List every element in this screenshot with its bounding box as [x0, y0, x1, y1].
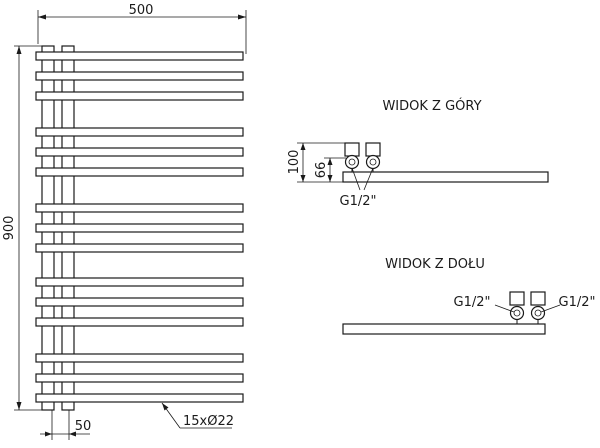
spacing-label: 50: [75, 419, 92, 434]
horizontal-tube: [35, 71, 244, 81]
bottom-view: WIDOK Z DOŁU G1/2" G1/2": [342, 257, 596, 335]
tube-callout: 15xØ22: [161, 402, 234, 429]
height-label: 900: [2, 216, 17, 241]
valve-left-body: [344, 142, 360, 157]
horizontal-tube: [35, 147, 244, 157]
horizontal-tube: [35, 353, 244, 363]
horizontal-tube: [35, 297, 244, 307]
horizontal-tube: [35, 317, 244, 327]
depth-dimension: 100: [287, 142, 345, 183]
horizontal-tube: [35, 167, 244, 177]
bottom-thread-right-label: G1/2": [559, 295, 596, 310]
horizontal-tube: [35, 203, 244, 213]
height-dimension: 900: [2, 45, 42, 411]
horizontal-tube: [35, 91, 244, 101]
bottom-thread-left-callout: G1/2": [454, 295, 515, 313]
horizontal-tube: [35, 127, 244, 137]
width-dimension: 500: [37, 3, 247, 54]
spacing-dimension: 50: [40, 410, 91, 440]
connector-left-icon: [344, 154, 360, 170]
width-label: 500: [129, 3, 154, 18]
bottom-connector-right-icon: [530, 305, 546, 321]
top-view-title: WIDOK Z GÓRY: [382, 98, 481, 114]
bottom-thread-right-callout: G1/2": [540, 295, 596, 313]
bottom-valve-left-body: [509, 291, 525, 306]
bottom-view-bar: [342, 323, 546, 335]
bottom-valve-right-body: [530, 291, 546, 306]
top-view: WIDOK Z GÓRY 100 66: [287, 98, 549, 209]
depth-label: 100: [287, 150, 302, 175]
top-thread-callout: G1/2": [340, 167, 377, 209]
bottom-connector-left-icon: [509, 305, 525, 321]
bottom-view-title: WIDOK Z DOŁU: [385, 257, 485, 272]
horizontal-tube: [35, 51, 244, 61]
connector-right-icon: [365, 154, 381, 170]
top-view-bar: [342, 171, 549, 183]
top-thread-label: G1/2": [340, 194, 377, 209]
horizontal-tube: [35, 243, 244, 253]
front-view: 500 900 50 15xØ22: [2, 3, 247, 440]
bottom-thread-left-label: G1/2": [454, 295, 491, 310]
horizontal-tube: [35, 277, 244, 287]
valve-right-body: [365, 142, 381, 157]
tube-label: 15xØ22: [183, 414, 234, 429]
offset-label: 66: [314, 162, 329, 179]
horizontal-tube: [35, 393, 244, 403]
offset-dimension: 66: [314, 157, 346, 182]
tube-group: [35, 51, 244, 403]
horizontal-tube: [35, 223, 244, 233]
horizontal-tube: [35, 373, 244, 383]
